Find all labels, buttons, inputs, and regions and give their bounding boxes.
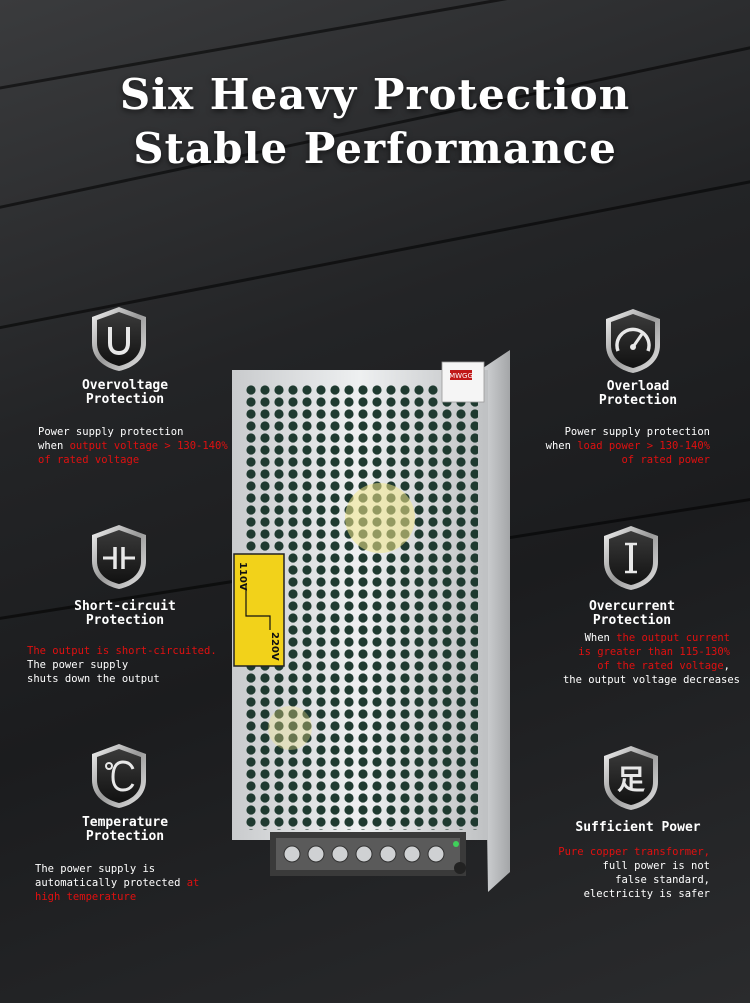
letter-i-shield-icon — [604, 526, 658, 590]
temperature-desc-line-3: high temperature — [35, 891, 137, 903]
short-circuit-title-line-2: Protection — [85, 613, 165, 628]
overcurrent-desc-rated: of the rated voltage — [597, 660, 724, 672]
sticker-label-220: 220V — [269, 632, 280, 661]
overload-title-line-2: Protection — [598, 393, 678, 408]
sticker-label-110: 110V — [237, 562, 248, 591]
power-desc-line-3: false standard, — [615, 874, 710, 886]
overvoltage-title-line-2: Protection — [85, 392, 165, 407]
headline-line-2: Stable Performance — [133, 124, 617, 173]
temperature-title-line-2: Protection — [85, 829, 165, 844]
overload-desc-line-3: of rated power — [621, 454, 710, 466]
short-circuit-desc-line-2: The power supply — [27, 659, 129, 671]
overcurrent-desc-line-2: is greater than 115-130% — [578, 646, 730, 658]
headline-line-1: Six Heavy Protection — [119, 70, 631, 119]
power-glyph: 足 — [617, 763, 645, 796]
power-title: Sufficient Power — [575, 820, 701, 835]
overload-desc-condition: load power > 130-140% — [577, 440, 710, 452]
overvoltage-desc-when: when — [38, 440, 70, 452]
overload-desc-when: when — [545, 440, 578, 452]
temperature-title-line-1: Temperature — [81, 815, 169, 830]
overcurrent-title-line-1: Overcurrent — [588, 599, 676, 614]
overcurrent-desc-when: When — [584, 632, 617, 644]
short-circuit-desc-line-3: shuts down the output — [27, 673, 160, 685]
short-circuit-desc-line-1: The output is short-circuited. — [27, 645, 217, 657]
letter-u-shield-icon — [92, 307, 146, 371]
overcurrent-desc-line-4: the output voltage decreases — [562, 674, 740, 686]
power-desc-line-2: full power is not — [602, 860, 710, 872]
overvoltage-desc-line-1: Power supply protection — [38, 426, 184, 438]
celsius-shield-icon — [92, 744, 146, 808]
overvoltage-desc-line-3: of rated voltage — [38, 454, 140, 466]
overcurrent-desc-current: the output current — [616, 632, 730, 644]
brand-label: MWGG — [449, 372, 473, 380]
chinese-character-shield-icon: 足 — [604, 746, 658, 810]
temperature-desc-at: at — [186, 877, 200, 889]
power-supply-unit-image: 110V 220V MWGG — [232, 350, 510, 892]
power-desc-line-1: Pure copper transformer, — [558, 846, 710, 858]
overload-desc-line-1: Power supply protection — [564, 426, 710, 438]
overvoltage-desc-condition: output voltage > 130-140% — [69, 440, 228, 452]
gauge-shield-icon — [606, 309, 660, 373]
short-circuit-title-line-1: Short-circuit — [74, 599, 176, 614]
capacitor-shield-icon — [92, 525, 146, 589]
overcurrent-desc-comma: , — [723, 660, 730, 672]
power-desc-line-4: electricity is safer — [583, 888, 710, 900]
temperature-desc-auto: automatically protected — [35, 877, 187, 889]
overload-title-line-1: Overload — [606, 379, 670, 394]
overcurrent-title-line-2: Protection — [592, 613, 672, 628]
overvoltage-title-line-1: Overvoltage — [81, 378, 169, 393]
temperature-desc-line-1: The power supply is — [35, 863, 156, 875]
